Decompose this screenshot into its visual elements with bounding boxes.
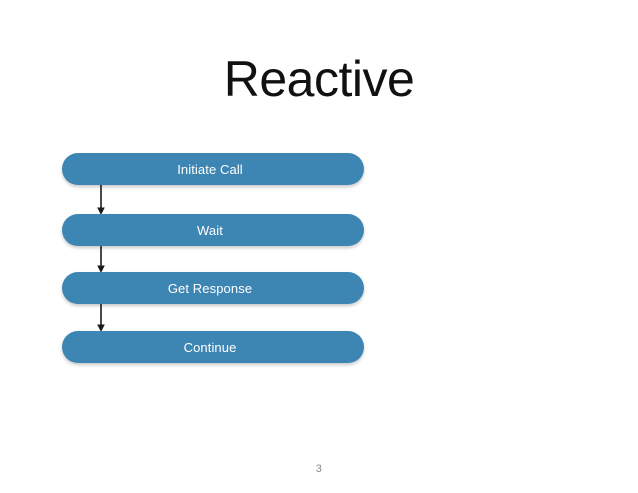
page-number: 3	[315, 463, 323, 475]
flow-connector-arrow-down	[97, 304, 105, 332]
flow-node-wait[interactable]: Wait	[62, 214, 364, 246]
flow-connector-arrow-down	[97, 246, 105, 273]
page-title: Reactive	[223, 51, 415, 107]
flow-node-label: Initiate Call	[177, 161, 243, 177]
flow-node-label: Continue	[183, 339, 237, 355]
flow-node-label: Get Response	[167, 280, 253, 296]
flow-connector-arrow-down	[97, 185, 105, 215]
flow-node-get-response[interactable]: Get Response	[62, 272, 364, 304]
flow-node-label: Wait	[197, 222, 223, 238]
flow-node-continue[interactable]: Continue	[62, 331, 364, 363]
flow-node-initiate-call[interactable]: Initiate Call	[62, 153, 364, 185]
